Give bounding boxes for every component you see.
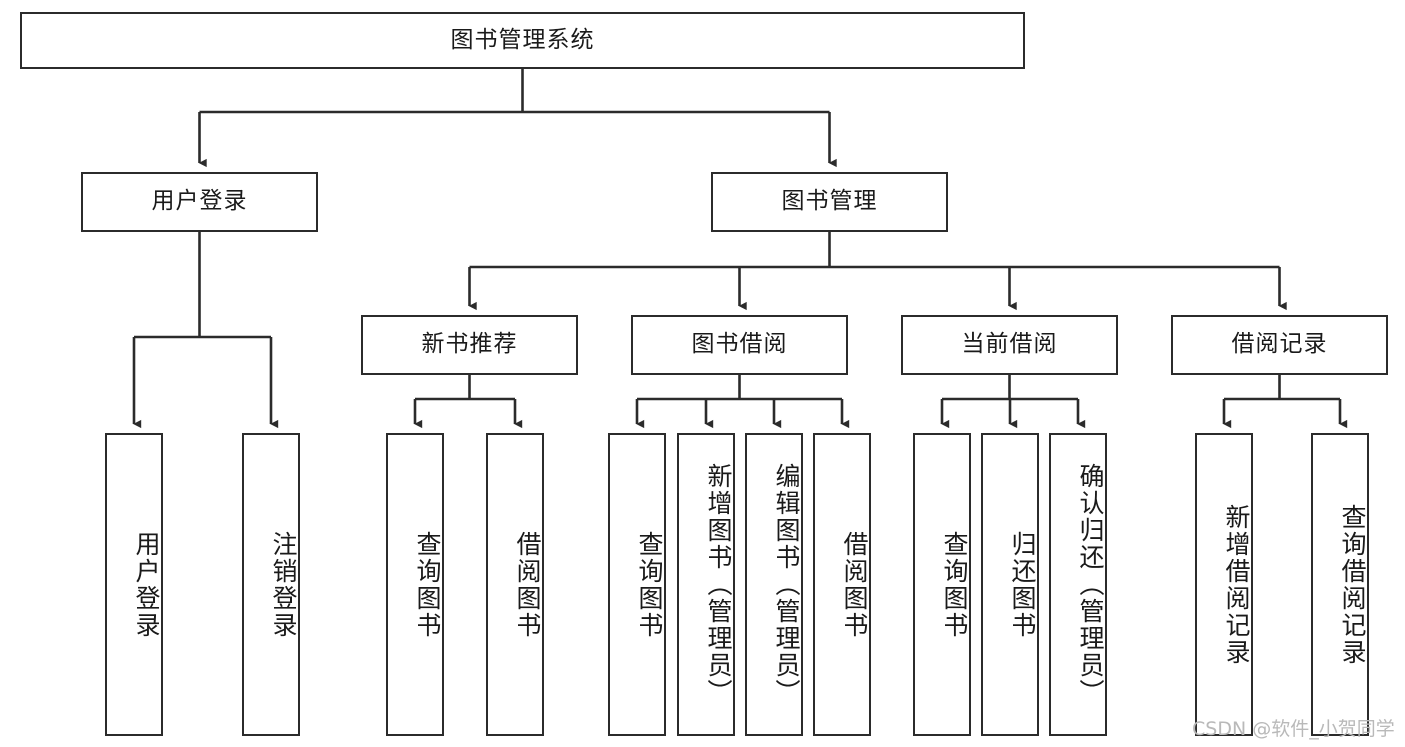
node-label: 图书管理系统 [450, 26, 595, 53]
node-leaf-confirm-return-admin[interactable]: 确认归还（管理员） [1049, 433, 1107, 736]
node-label: 新增借阅记录 [1222, 503, 1251, 666]
node-borrow-records[interactable]: 借阅记录 [1171, 315, 1388, 375]
node-leaf-query-book-recommend[interactable]: 查询图书 [386, 433, 444, 736]
node-book-borrow[interactable]: 图书借阅 [631, 315, 848, 375]
node-label: 借阅记录 [1231, 331, 1328, 358]
node-leaf-query-book-borrow[interactable]: 查询图书 [608, 433, 666, 736]
node-label: 图书管理 [781, 188, 878, 215]
node-label: 确认归还（管理员） [1076, 463, 1105, 706]
node-label: 用户登录 [151, 188, 248, 215]
node-leaf-query-book-current[interactable]: 查询图书 [913, 433, 971, 736]
node-book-management[interactable]: 图书管理 [711, 172, 948, 232]
node-label: 编辑图书（管理员） [772, 463, 801, 706]
node-leaf-edit-book-admin[interactable]: 编辑图书（管理员） [745, 433, 803, 736]
node-user-login[interactable]: 用户登录 [81, 172, 318, 232]
node-leaf-query-borrow-record[interactable]: 查询借阅记录 [1311, 433, 1369, 736]
node-leaf-user-login[interactable]: 用户登录 [105, 433, 163, 736]
node-label: 图书借阅 [691, 331, 788, 358]
node-label: 注销登录 [269, 530, 298, 639]
node-new-book-recommend[interactable]: 新书推荐 [361, 315, 578, 375]
node-label: 归还图书 [1008, 530, 1037, 639]
node-current-borrow[interactable]: 当前借阅 [901, 315, 1118, 375]
node-leaf-borrow-book[interactable]: 借阅图书 [813, 433, 871, 736]
node-label: 查询图书 [940, 530, 969, 639]
node-label: 借阅图书 [513, 530, 542, 639]
node-label: 查询图书 [635, 530, 664, 639]
node-root-system[interactable]: 图书管理系统 [20, 12, 1025, 69]
node-leaf-borrow-book-recommend[interactable]: 借阅图书 [486, 433, 544, 736]
node-leaf-add-book-admin[interactable]: 新增图书（管理员） [677, 433, 735, 736]
node-label: 查询图书 [413, 530, 442, 639]
node-label: 借阅图书 [840, 530, 869, 639]
node-label: 用户登录 [132, 530, 161, 639]
node-label: 新增图书（管理员） [704, 463, 733, 706]
csdn-watermark: CSDN @软件_小贺同学 [1192, 718, 1395, 740]
node-label: 当前借阅 [961, 331, 1058, 358]
node-leaf-logout-login[interactable]: 注销登录 [242, 433, 300, 736]
node-label: 新书推荐 [421, 331, 518, 358]
node-leaf-add-borrow-record[interactable]: 新增借阅记录 [1195, 433, 1253, 736]
node-leaf-return-book[interactable]: 归还图书 [981, 433, 1039, 736]
node-label: 查询借阅记录 [1338, 503, 1367, 666]
